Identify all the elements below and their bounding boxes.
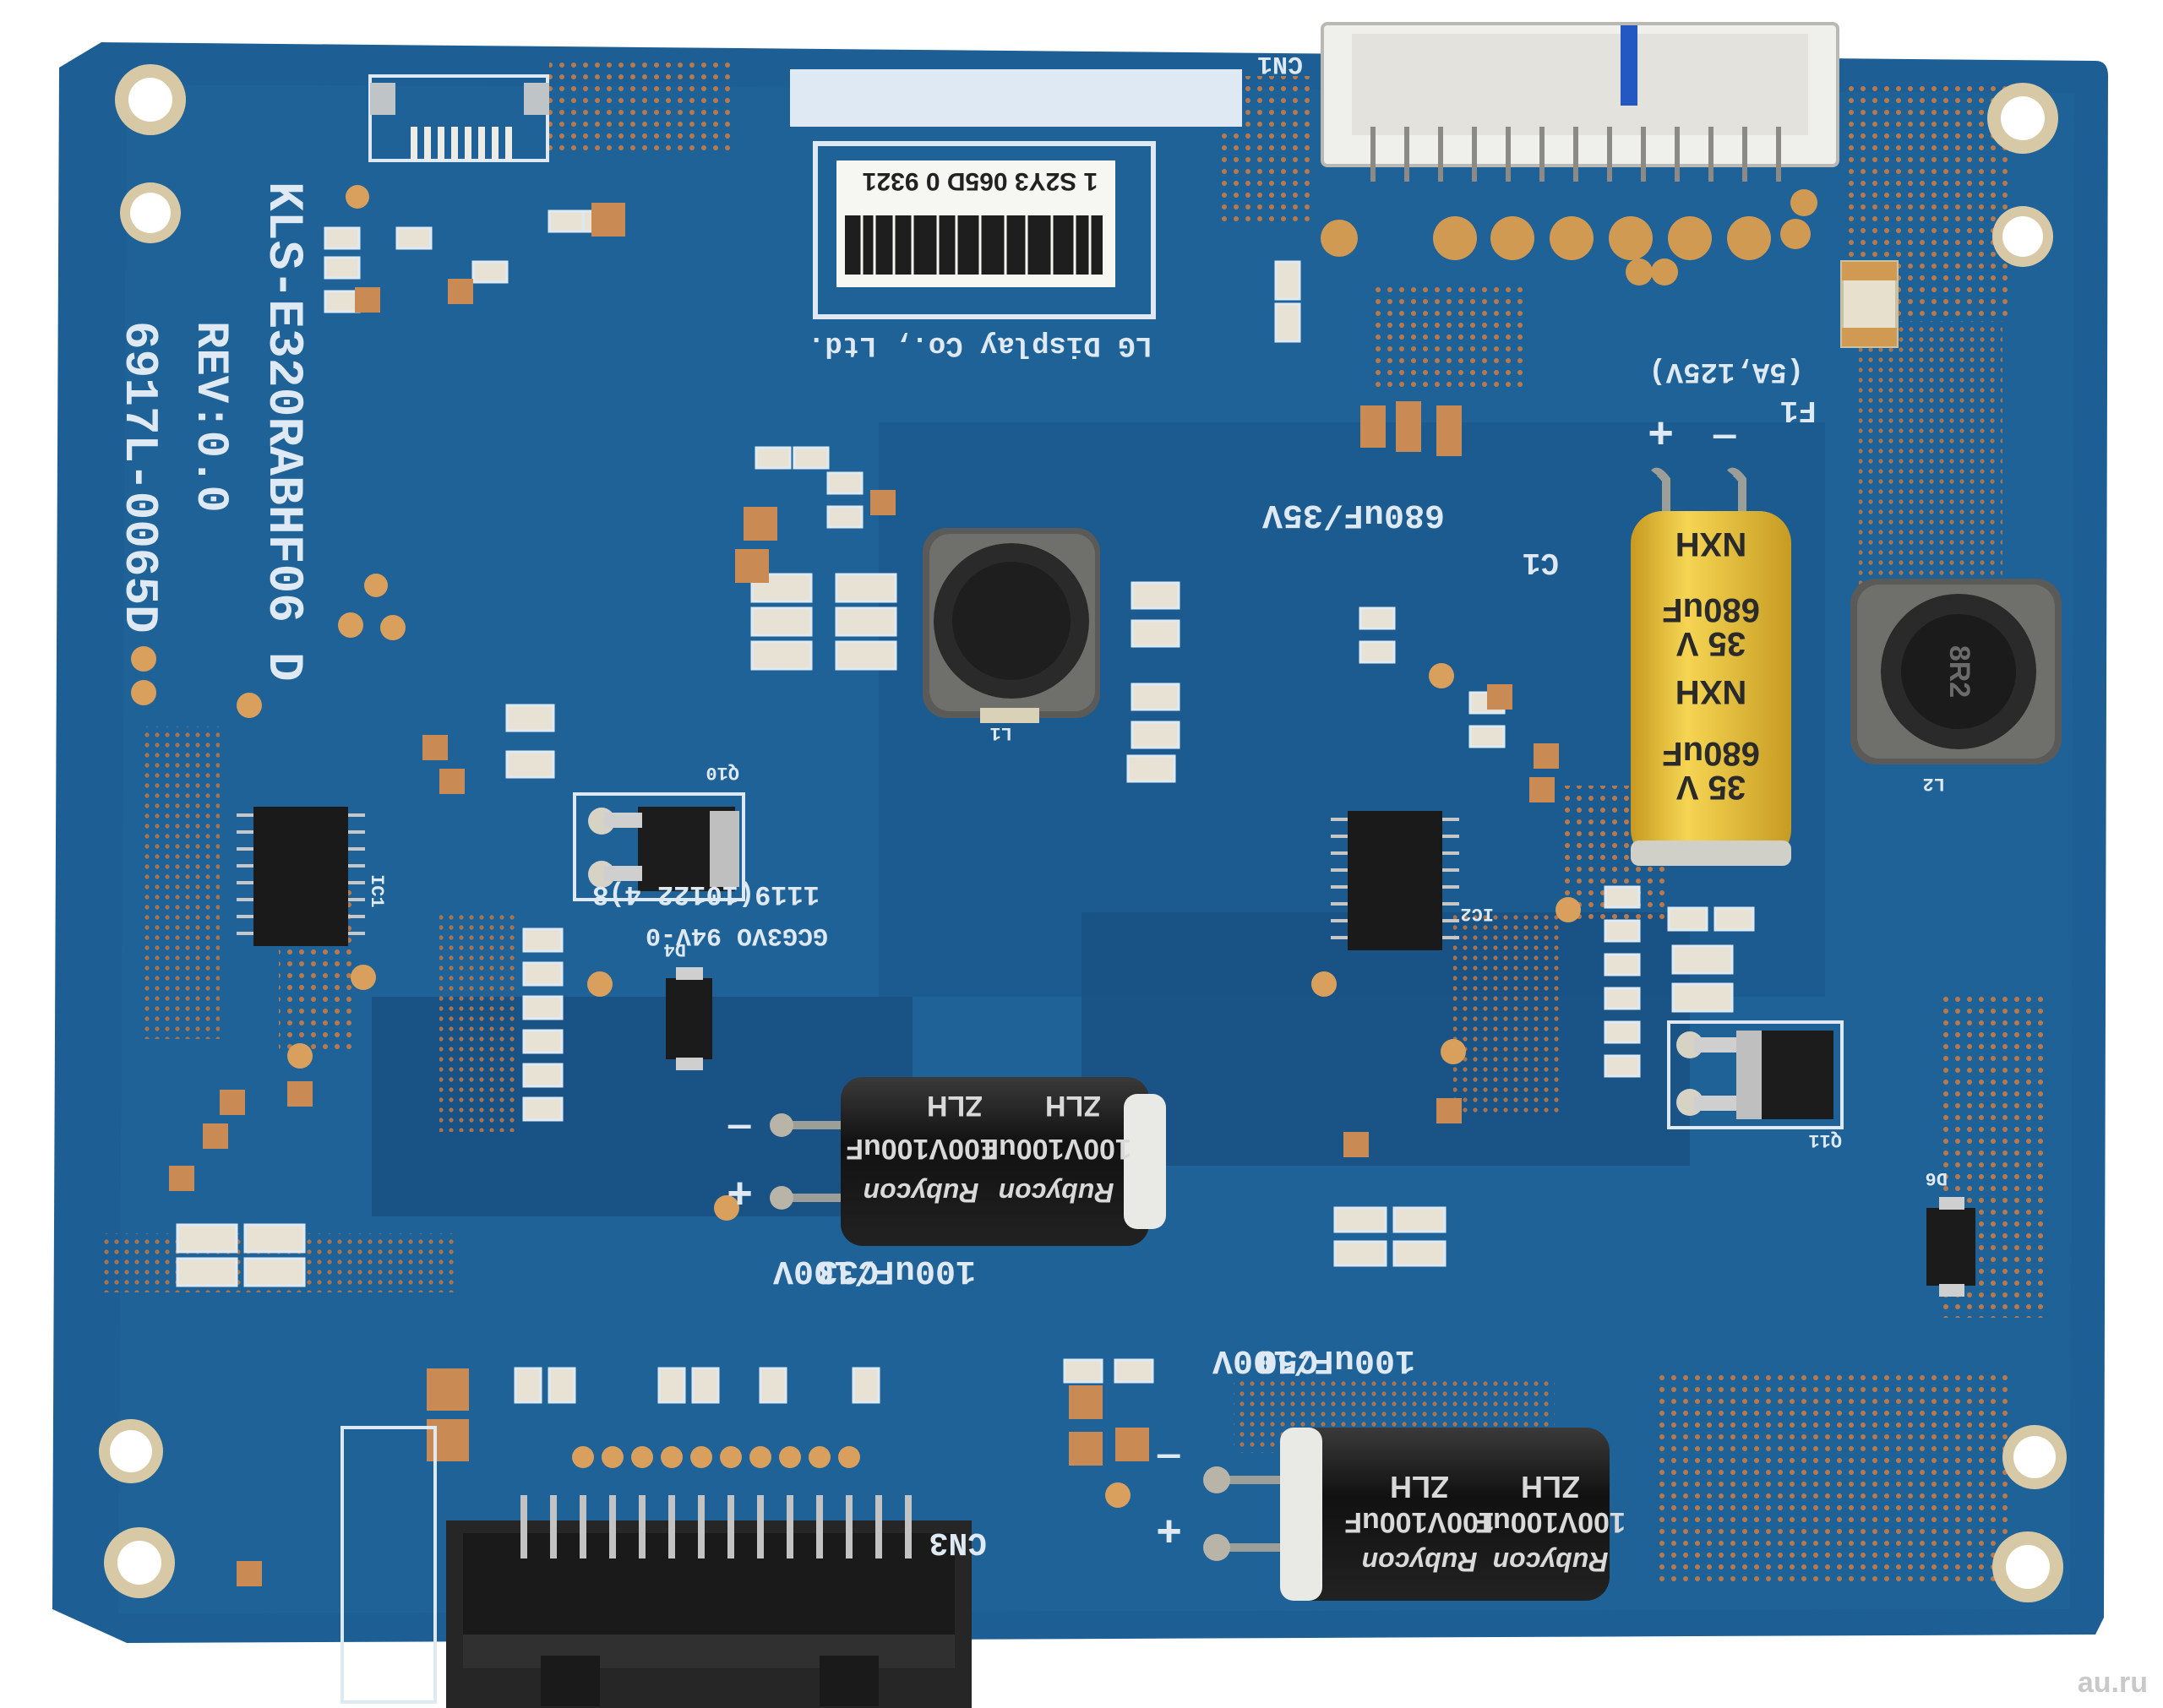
connector-cn1: [1321, 22, 1839, 182]
c50-plus: +: [1156, 1509, 1182, 1559]
connector-cn3: [446, 1495, 972, 1708]
svg-text:NXH: NXH: [1675, 673, 1746, 710]
power-pads: [1321, 189, 1817, 286]
c33-label: C33: [818, 1251, 879, 1289]
c50-minus: —: [1157, 1435, 1180, 1477]
q11-label: Q11: [1808, 1129, 1842, 1150]
ic1-chip: [237, 807, 365, 946]
svg-text:100V100uF: 100V100uF: [981, 1133, 1131, 1165]
svg-text:Rubycon: Rubycon: [1362, 1547, 1478, 1577]
ic2-chip: [1331, 811, 1459, 950]
q11-transistor: [1667, 1020, 1844, 1129]
revision-label: REV:0.0: [184, 321, 236, 513]
svg-text:ZLH: ZLH: [1045, 1090, 1101, 1122]
d6-diode: [1926, 1197, 1975, 1297]
ic2-label: IC2: [1460, 903, 1494, 924]
ul-mark: GCG3VO 94V-0: [646, 921, 828, 949]
mounting-hole-bottom-left: [104, 1527, 175, 1598]
svg-text:Rubycon: Rubycon: [1493, 1547, 1609, 1577]
svg-text:Pb-free RoHS: Pb-free RoHS: [858, 73, 1174, 122]
ic1-label: IC1: [366, 874, 387, 908]
part-number-label: 6917L-0065D: [112, 321, 166, 634]
svg-text:Rubycon: Rubycon: [864, 1178, 979, 1208]
mounting-hole-top-left: [115, 64, 186, 135]
manufacturer-label: LG Display Co., Ltd.: [808, 329, 1152, 361]
svg-text:ZLH: ZLH: [1521, 1470, 1580, 1504]
model-line-label: KLS-E320RABHF06 D: [255, 182, 310, 682]
c33-minus: —: [727, 1106, 751, 1148]
q10-label: Q10: [706, 762, 739, 783]
svg-text:1 S2Y3 065D 0 9321: 1 S2Y3 065D 0 9321: [863, 167, 1098, 195]
cn3-label: CN3: [929, 1524, 987, 1560]
svg-text:680uF: 680uF: [1662, 591, 1760, 628]
c1-label: C1: [1523, 545, 1559, 579]
c1-rating: 680uF/35V: [1262, 495, 1445, 533]
cn1-label: CN1: [1257, 49, 1303, 78]
svg-text:ZLH: ZLH: [1390, 1470, 1449, 1504]
l2-label: L2: [1923, 773, 1945, 794]
capacitor-c1: NXH 680uF 35 V NXH 680uF 35 V: [1631, 467, 1791, 866]
c33-plus: +: [727, 1172, 753, 1221]
svg-text:100V100uF: 100V100uF: [1344, 1506, 1495, 1538]
svg-text:NXH: NXH: [1675, 525, 1746, 563]
connector-small-top: [368, 74, 549, 162]
fuse-f1: [1840, 260, 1899, 348]
watermark: au.ru: [2077, 1667, 2148, 1699]
c50-rating: 100uF/100V: [1212, 1341, 1415, 1379]
inductor-l2: 8R2: [1850, 579, 2062, 764]
c1-minus: —: [1713, 416, 1736, 458]
svg-text:8R2: 8R2: [1943, 645, 1975, 698]
test-points: [131, 185, 1581, 1508]
mounting-hole-bottom-right: [1992, 1531, 2063, 1602]
c50-label: C50: [1257, 1341, 1318, 1379]
svg-text:ZLH: ZLH: [927, 1090, 983, 1122]
svg-text:680uF: 680uF: [1662, 735, 1760, 772]
svg-text:35 V: 35 V: [1676, 625, 1746, 662]
date-code: 1119(10122 4)8: [592, 878, 820, 910]
fuse-label: F1: [1780, 393, 1817, 427]
svg-text:100V100uF: 100V100uF: [846, 1133, 996, 1165]
copper-pads: [169, 203, 1559, 1466]
smd-components: [176, 209, 1755, 1404]
rohs-label: Pb-free RoHS: [790, 69, 1242, 127]
c1-plus: +: [1648, 411, 1674, 461]
serial-sticker: 1 S2Y3 065D 0 9321: [836, 160, 1115, 287]
mounting-hole-top-right: [1987, 83, 2058, 154]
fuse-rating: (5A,125V): [1648, 355, 1804, 387]
d4-label: D4: [664, 938, 686, 960]
cn3-side-box: [237, 1426, 437, 1704]
q10-transistor: [573, 792, 745, 901]
l1-label: L1: [990, 722, 1012, 743]
inductor-l1: [923, 528, 1100, 723]
c33-rating: 100uF/100V: [773, 1251, 976, 1289]
svg-text:100V100uF: 100V100uF: [1475, 1506, 1626, 1538]
capacitor-c50: ZLH ZLH 100V100uF 100V100uF Rubycon Ruby…: [1203, 1428, 1626, 1601]
d6-label: D6: [1926, 1167, 1948, 1189]
d4-diode: [666, 967, 712, 1070]
svg-text:35 V: 35 V: [1676, 769, 1746, 806]
svg-text:Rubycon: Rubycon: [999, 1178, 1114, 1208]
capacitor-c33: ZLH ZLH 100V100uF 100V100uF Rubycon Ruby…: [770, 1077, 1166, 1246]
